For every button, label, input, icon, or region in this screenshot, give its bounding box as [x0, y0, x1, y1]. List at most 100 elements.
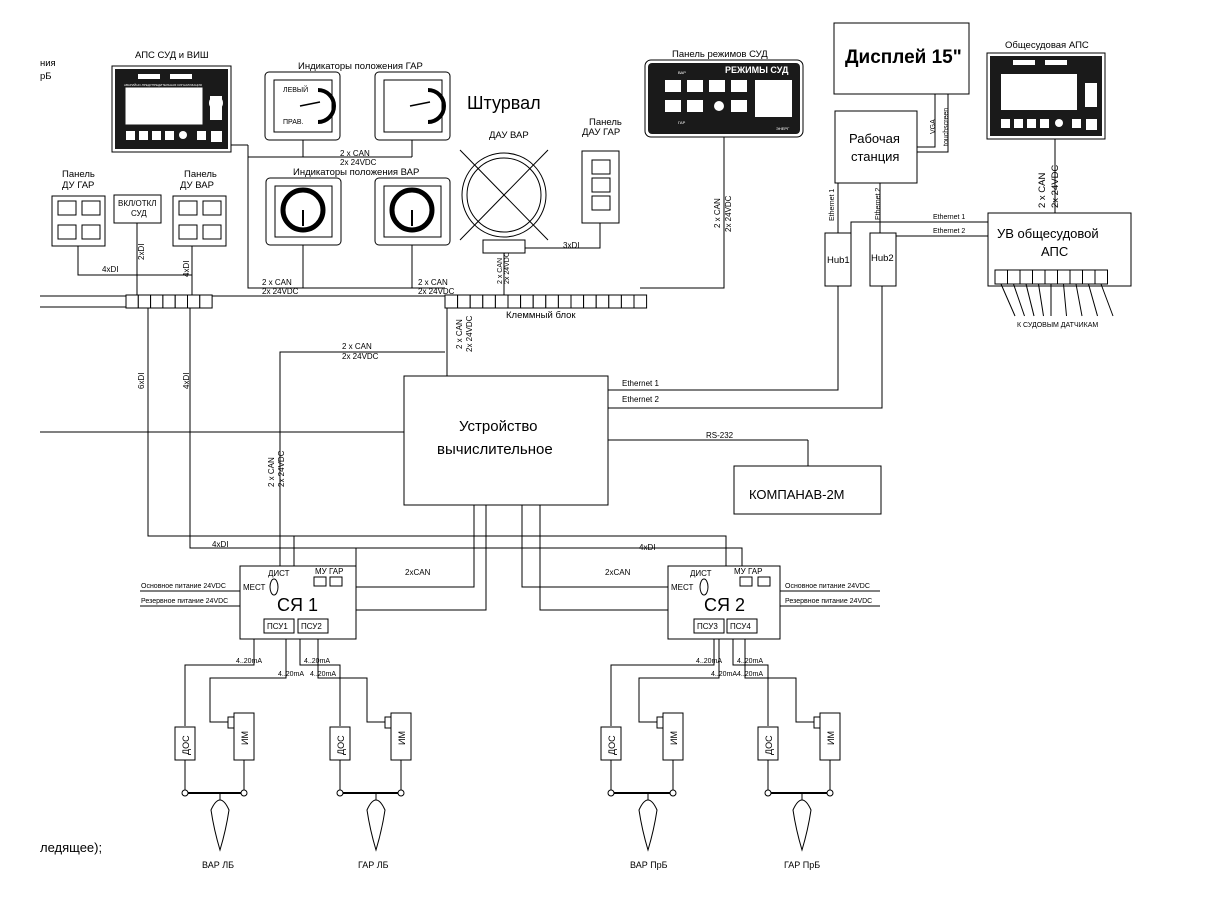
- signal-wire: [744, 639, 820, 723]
- hub-eth1: Ethernet 1: [933, 214, 965, 221]
- bus-4xdi-v2: 4xDI: [182, 373, 191, 389]
- vkl-sud-box: ВКЛ/ОТКЛ СУД: [113, 194, 162, 224]
- hub-eth2: Ethernet 2: [933, 228, 965, 235]
- computer-unit: Устройство вычислительное: [403, 375, 609, 506]
- terminal-cell: [444, 294, 459, 309]
- uv-l2: АПС: [1041, 244, 1068, 259]
- kompanav-label: КОМПАНАВ-2М: [749, 487, 845, 502]
- uv-terminal-cell: [1019, 269, 1033, 285]
- sensor-line: [1075, 283, 1083, 317]
- panel-modes-vap: ВАР: [678, 70, 686, 75]
- bus-can-1: 2 x CAN: [262, 278, 292, 287]
- bus-vdc-1: 2x 24VDC: [262, 287, 299, 296]
- sya2-label: СЯ 2: [704, 595, 745, 615]
- bus-vdc-v3: 2x 24VDC: [724, 195, 733, 232]
- sya2-dist: ДИСТ: [690, 569, 712, 578]
- signal-wire: [299, 639, 341, 726]
- panel-du-var: [172, 195, 227, 247]
- terminal-cell: [162, 294, 176, 309]
- aps-common-title: Общесудовая АПС: [1005, 40, 1089, 51]
- sya1-label: СЯ 1: [277, 595, 318, 615]
- hub2-label: Hub2: [871, 253, 894, 264]
- aps-sud-panel: АПС СУД и ВИШ АВАРИЙНО-ПРЕДУПРЕДИТЕЛЬНАЯ…: [111, 50, 232, 153]
- signal-label: 4..20mA: [737, 658, 763, 665]
- hub2: Hub2: [869, 232, 897, 287]
- cut-text-top: ния: [40, 58, 56, 69]
- panel-du-gar-l2: ДУ ГАР: [62, 180, 94, 191]
- panel-dau-gar: [581, 150, 620, 224]
- pivot: [240, 789, 248, 797]
- ind-var-title: Индикаторы положения ВАР: [293, 167, 419, 178]
- workstation-l1: Рабочая: [849, 131, 900, 146]
- dos-label: ДОС: [181, 735, 191, 755]
- uv-common-aps: УВ общесудовой АПС: [987, 212, 1132, 287]
- sya1-mu: МУ ГАР: [315, 567, 343, 576]
- sya2-p1: ПСУ3: [697, 622, 718, 631]
- workstation-l2: станция: [851, 149, 899, 164]
- eth1-label: Ethernet 1: [622, 379, 659, 388]
- signal-wire: [638, 639, 720, 723]
- sensor-line: [1063, 283, 1067, 317]
- bus-2xdi: 2xDI: [137, 244, 146, 260]
- shturval-dau: ДАУ ВАР: [489, 130, 529, 141]
- panel-modes-header: РЕЖИМЫ СУД: [725, 65, 789, 75]
- dos-label: ДОС: [764, 735, 774, 755]
- cut-text-bottom: ледящее);: [40, 840, 102, 855]
- rudder-label: ВАР ПрБ: [630, 860, 668, 870]
- dos-label: ДОС: [607, 735, 617, 755]
- gar-indicator-left: ЛЕВЫЙ ПРАВ.: [264, 71, 341, 141]
- terminal-cell: [174, 294, 188, 309]
- signal-label: 4..20mA: [711, 671, 737, 678]
- left-terminal-block: [125, 294, 213, 309]
- shturval-bus-b: 2x 24VDC: [504, 252, 511, 284]
- bus-can-2: 2 x CAN: [418, 278, 448, 287]
- terminal-cell: [469, 294, 484, 309]
- im-label: ИМ: [826, 731, 836, 745]
- var-indicator-right: [374, 177, 451, 246]
- signal-wire: [209, 639, 287, 723]
- terminal-cell: [507, 294, 522, 309]
- computer-l2: вычислительное: [437, 441, 553, 458]
- rudder-blade: [210, 799, 230, 852]
- signal-label: 4..20mA: [304, 658, 330, 665]
- terminal-cell: [199, 294, 213, 309]
- signal-wire: [184, 639, 255, 726]
- bus-vdc-v1: 2x 24VDC: [277, 450, 286, 487]
- terminal-cell: [608, 294, 622, 309]
- uv-l1: УВ общесудовой: [997, 226, 1099, 241]
- touch-label: touchscreen: [943, 108, 950, 146]
- rudder-blade: [792, 799, 812, 852]
- pivot: [826, 789, 834, 797]
- display-15: Дисплей 15": [833, 22, 970, 95]
- terminal-cell: [187, 294, 201, 309]
- sya2-p2: ПСУ4: [730, 622, 751, 631]
- bus-vdc-2: 2x 24VDC: [418, 287, 455, 296]
- bus-2xcan-2: 2xCAN: [605, 568, 631, 577]
- uv-terminal-cell: [994, 269, 1008, 285]
- panel-modes-gap: ГАР: [678, 120, 686, 125]
- bus-6xdi: 6xDI: [137, 373, 146, 389]
- sya1-dist: ДИСТ: [268, 569, 290, 578]
- panel-dau-gar-l1: Панель: [589, 117, 622, 128]
- signal-label: 4..20mA: [310, 671, 336, 678]
- rudder-blade: [638, 799, 658, 852]
- signal-wire: [610, 639, 715, 726]
- uv-terminal-cell: [1032, 269, 1046, 285]
- panel-modes: РЕЖИМЫ СУД ВАР ГАР ЭНЕРГ: [644, 59, 804, 138]
- signal-wire: [732, 639, 769, 726]
- im-label: ИМ: [397, 731, 407, 745]
- sya1-unit: ДИСТ МЕСТ МУ ГАР СЯ 1 ПСУ1 ПСУ2: [239, 565, 357, 640]
- terminal-cell: [150, 294, 164, 309]
- bus-can-v2: 2 x CAN: [455, 319, 464, 349]
- terminal-cell: [520, 294, 534, 309]
- display-label: Дисплей 15": [845, 47, 962, 68]
- panel-du-gar: [51, 195, 106, 247]
- rudder-blade: [366, 799, 386, 852]
- im-connector: [656, 716, 664, 729]
- terminal-cell: [482, 294, 496, 309]
- terminal-cell: [494, 294, 509, 309]
